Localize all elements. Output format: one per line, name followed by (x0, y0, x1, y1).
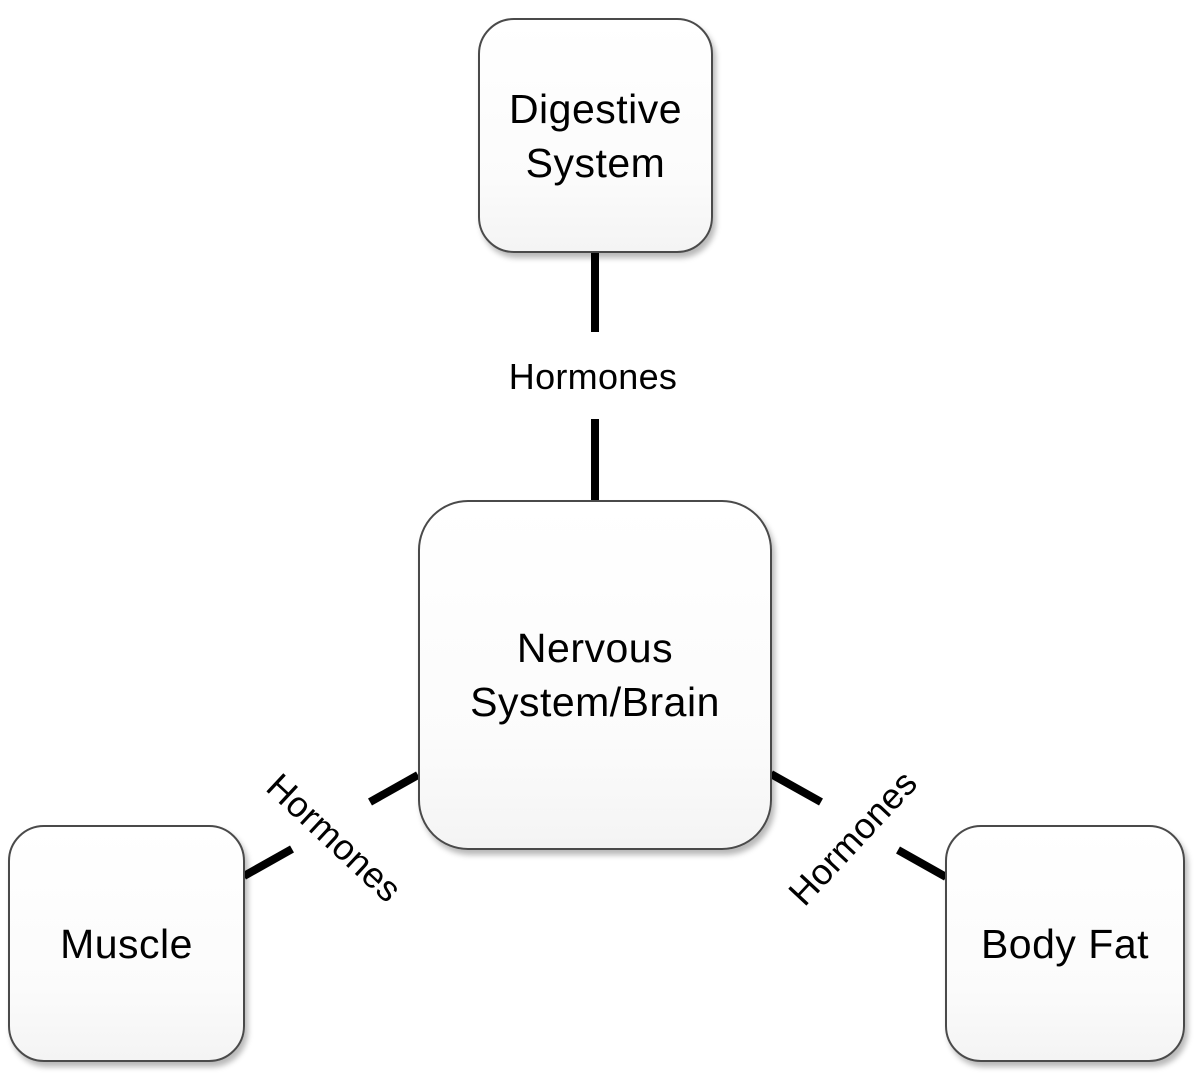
connector-bodyfat-upper (769, 770, 823, 806)
connector-bodyfat-lower (896, 846, 948, 881)
connector-muscle-lower (242, 845, 294, 880)
connector-muscle-upper (368, 771, 420, 806)
edge-label-digestive-brain: Hormones (508, 356, 678, 397)
node-digestive-label: Digestive System (508, 85, 683, 186)
node-muscle-label: Muscle (60, 920, 193, 967)
node-nervous-system-brain: Nervous System/Brain (418, 500, 772, 850)
node-body-fat-label: Body Fat (980, 920, 1150, 967)
node-muscle: Muscle (8, 825, 245, 1062)
node-brain-label: Nervous System/Brain (470, 625, 720, 725)
node-body-fat: Body Fat (945, 825, 1185, 1062)
node-digestive-system: Digestive System (478, 18, 713, 253)
